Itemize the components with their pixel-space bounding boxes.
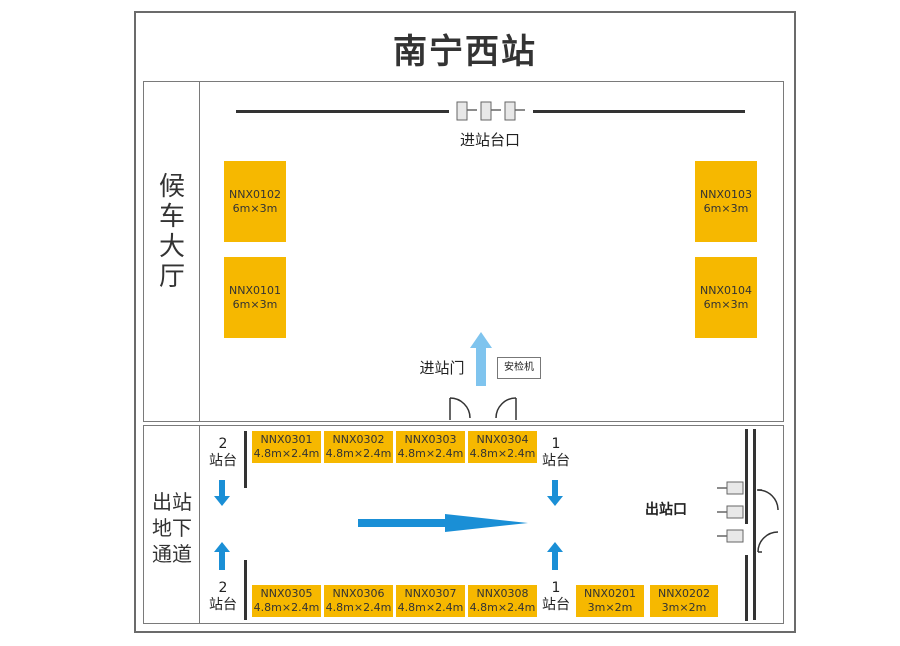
booth-code: NNX0307 bbox=[404, 587, 457, 600]
gate-label: 进站台口 bbox=[459, 131, 520, 149]
booth-size: 6m×3m bbox=[703, 297, 749, 311]
arrow-up-left-icon bbox=[214, 542, 230, 570]
station-frame bbox=[134, 11, 796, 633]
gate-wall-right bbox=[533, 110, 745, 113]
arrow-right-main-icon bbox=[358, 514, 528, 532]
platform-text: 站台 bbox=[209, 597, 237, 613]
booth-NNX0202[interactable]: NNX0202 3m×2m bbox=[650, 585, 718, 617]
booth-size: 4.8m×2.4m bbox=[469, 601, 536, 614]
platform-text: 站台 bbox=[209, 453, 237, 469]
exit-door-icon bbox=[757, 489, 779, 553]
tunnel-wall-right-bottom bbox=[745, 555, 748, 621]
platform-number: 2 bbox=[218, 580, 228, 596]
booth-NNX0104[interactable]: NNX0104 6m×3m bbox=[695, 257, 757, 338]
platform-1-bottom: 1 站台 bbox=[537, 580, 575, 614]
booth-size: 4.8m×2.4m bbox=[325, 447, 392, 460]
waiting-hall bbox=[199, 81, 784, 422]
booth-NNX0303[interactable]: NNX0303 4.8m×2.4m bbox=[396, 431, 465, 463]
booth-NNX0305[interactable]: NNX0305 4.8m×2.4m bbox=[252, 585, 321, 617]
booth-code: NNX0304 bbox=[476, 433, 529, 446]
booth-size: 4.8m×2.4m bbox=[253, 601, 320, 614]
ticket-gate-icons bbox=[456, 101, 525, 121]
platform-text: 站台 bbox=[542, 453, 570, 469]
booth-NNX0308[interactable]: NNX0308 4.8m×2.4m bbox=[468, 585, 537, 617]
booth-NNX0307[interactable]: NNX0307 4.8m×2.4m bbox=[396, 585, 465, 617]
booth-size: 3m×2m bbox=[661, 601, 707, 614]
platform-number: 1 bbox=[551, 580, 561, 596]
booth-size: 3m×2m bbox=[587, 601, 633, 614]
booth-code: NNX0301 bbox=[260, 433, 313, 446]
booth-NNX0306[interactable]: NNX0306 4.8m×2.4m bbox=[324, 585, 393, 617]
booth-code: NNX0104 bbox=[700, 283, 752, 297]
platform-2-top: 2 站台 bbox=[205, 436, 241, 470]
entrance-arrow-icon bbox=[470, 332, 492, 386]
booth-NNX0201[interactable]: NNX0201 3m×2m bbox=[576, 585, 644, 617]
entrance-door-icon bbox=[449, 397, 517, 420]
booth-code: NNX0306 bbox=[332, 587, 385, 600]
booth-code: NNX0302 bbox=[332, 433, 385, 446]
platform-number: 2 bbox=[218, 436, 228, 452]
booth-code: NNX0201 bbox=[584, 587, 636, 600]
booth-NNX0101[interactable]: NNX0101 6m×3m bbox=[224, 257, 286, 338]
booth-NNX0302[interactable]: NNX0302 4.8m×2.4m bbox=[324, 431, 393, 463]
booth-size: 6m×3m bbox=[232, 297, 278, 311]
platform-1-top: 1 站台 bbox=[537, 436, 575, 470]
booth-size: 6m×3m bbox=[703, 201, 749, 215]
arrow-up-mid-icon bbox=[547, 542, 563, 570]
booth-code: NNX0202 bbox=[658, 587, 710, 600]
booth-code: NNX0101 bbox=[229, 283, 281, 297]
booth-size: 4.8m×2.4m bbox=[469, 447, 536, 460]
booth-code: NNX0303 bbox=[404, 433, 457, 446]
booth-NNX0102[interactable]: NNX0102 6m×3m bbox=[224, 161, 286, 242]
platform-2-bottom: 2 站台 bbox=[205, 580, 241, 614]
flow-arrows bbox=[214, 480, 563, 570]
waiting-hall-label: 候车大厅 bbox=[158, 172, 185, 292]
security-scanner: 安检机 bbox=[497, 357, 541, 379]
booth-size: 6m×3m bbox=[232, 201, 278, 215]
booth-NNX0304[interactable]: NNX0304 4.8m×2.4m bbox=[468, 431, 537, 463]
platform-number: 1 bbox=[551, 436, 561, 452]
tunnel-wall-right-top bbox=[745, 429, 748, 524]
tunnel-label: 出站地下通道 bbox=[152, 490, 192, 566]
booth-code: NNX0308 bbox=[476, 587, 529, 600]
platform-text: 站台 bbox=[542, 597, 570, 613]
tunnel-wall-left-top bbox=[244, 431, 247, 488]
entrance-label: 进站门 bbox=[419, 359, 465, 377]
tunnel-wall-left-bottom bbox=[244, 560, 247, 620]
tunnel bbox=[199, 425, 784, 624]
booth-size: 4.8m×2.4m bbox=[253, 447, 320, 460]
exit-turnstile-icons bbox=[717, 481, 744, 543]
gate-wall-left bbox=[236, 110, 449, 113]
exit-door-wall bbox=[753, 429, 756, 620]
booth-code: NNX0103 bbox=[700, 187, 752, 201]
booth-size: 4.8m×2.4m bbox=[397, 601, 464, 614]
booth-size: 4.8m×2.4m bbox=[325, 601, 392, 614]
station-title: 南宁西站 bbox=[393, 32, 537, 72]
exit-label: 出站口 bbox=[645, 502, 687, 518]
booth-code: NNX0102 bbox=[229, 187, 281, 201]
arrow-down-left-icon bbox=[214, 480, 230, 506]
booth-code: NNX0305 bbox=[260, 587, 313, 600]
arrow-down-mid-icon bbox=[547, 480, 563, 506]
booth-size: 4.8m×2.4m bbox=[397, 447, 464, 460]
booth-NNX0301[interactable]: NNX0301 4.8m×2.4m bbox=[252, 431, 321, 463]
booth-NNX0103[interactable]: NNX0103 6m×3m bbox=[695, 161, 757, 242]
